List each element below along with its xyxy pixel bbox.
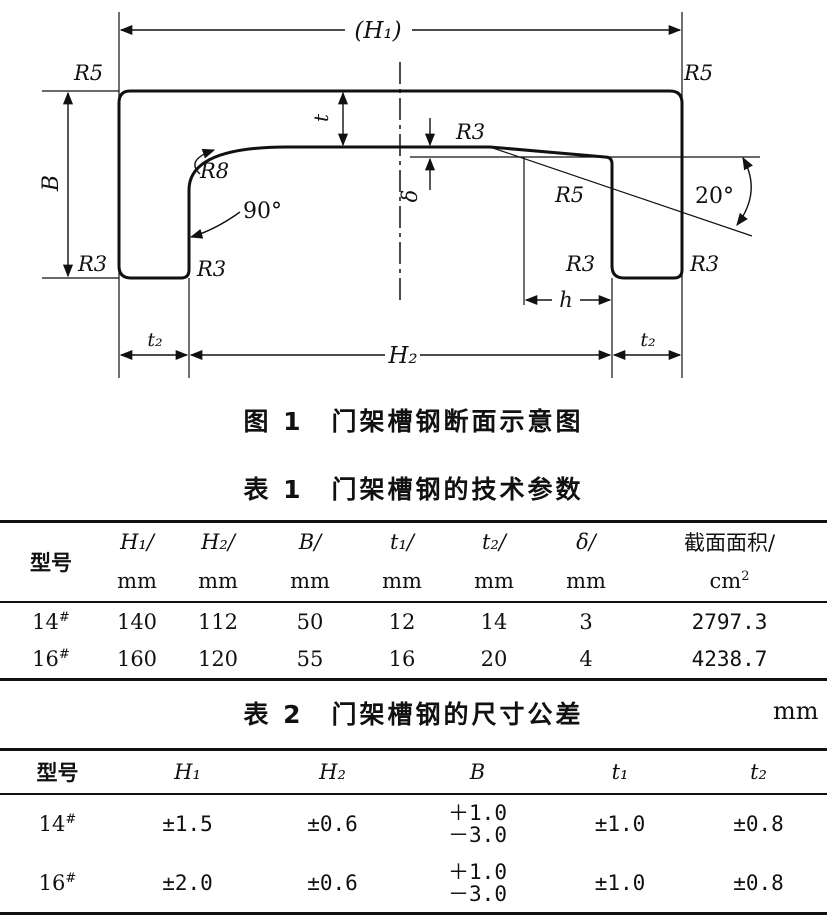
table-cell: 16 bbox=[388, 647, 416, 672]
table1-model-cell: 16# bbox=[32, 647, 70, 672]
table-cell: ±1.0 bbox=[594, 870, 646, 895]
table1-header-H2: H₂/ bbox=[201, 530, 235, 555]
table-cell: 120 bbox=[197, 647, 239, 672]
table2-unit-label: mm bbox=[773, 697, 819, 725]
label-R5-left: R5 bbox=[73, 61, 103, 85]
dimension-lines bbox=[62, 24, 753, 361]
table1-model-cell: 14# bbox=[32, 609, 70, 634]
table1-unit: mm bbox=[198, 569, 238, 593]
table-cell: ±1.5 bbox=[162, 812, 213, 836]
table1-header-delta: δ/ bbox=[576, 530, 596, 555]
tolerance-plus: ＋1.0 bbox=[448, 859, 507, 884]
table-cell: 2797.3 bbox=[691, 609, 768, 634]
table-cell: 160 bbox=[116, 647, 158, 672]
label-R5-mid: R5 bbox=[554, 183, 584, 207]
table-cell: ±2.0 bbox=[162, 870, 213, 895]
dim-label-delta: δ bbox=[398, 190, 422, 203]
table2-B-tolerance: ＋1.0 －3.0 bbox=[405, 794, 550, 854]
figure-caption: 图 1 门架槽钢断面示意图 bbox=[243, 407, 584, 436]
dim-label-h: h bbox=[559, 288, 573, 312]
table1-unit: mm bbox=[382, 569, 422, 593]
label-R3-outer-right: R3 bbox=[689, 252, 719, 276]
angle-label-20: 20° bbox=[695, 184, 734, 209]
table-cell: 4 bbox=[579, 647, 593, 672]
table1-caption: 表 1 门架槽钢的技术参数 bbox=[243, 475, 584, 504]
table-cell: 50 bbox=[296, 609, 324, 634]
table2-header-H1: H₁ bbox=[174, 759, 201, 784]
angle-label-90: 90° bbox=[243, 199, 282, 224]
table1-unit: mm bbox=[474, 569, 514, 593]
dim-label-H1: (H₁) bbox=[354, 18, 401, 44]
table2-header-t2: t₂ bbox=[750, 759, 767, 784]
table-cell: 140 bbox=[116, 609, 158, 634]
table2-model-cell: 16# bbox=[38, 870, 77, 895]
table-row: 14# ±1.5 ±0.6 ＋1.0 －3.0 ±1.0 ±0.8 bbox=[0, 794, 827, 854]
table-cell: ±0.6 bbox=[307, 812, 358, 836]
table1-header-B: B/ bbox=[298, 530, 322, 555]
table-cell: ±0.6 bbox=[307, 870, 358, 895]
table-cell: ±1.0 bbox=[594, 812, 646, 836]
table2-model-cell: 14# bbox=[38, 812, 77, 836]
table1-header-t2: t₂/ bbox=[482, 530, 506, 555]
table2-header-row: 型号 H₁ H₂ B t₁ t₂ bbox=[0, 749, 827, 794]
dim-label-t2-left: t₂ bbox=[147, 329, 162, 351]
table1-header-area: 截面面积/ bbox=[683, 531, 776, 556]
tolerance-minus: －3.0 bbox=[448, 881, 507, 906]
table1-header-t1: t₁/ bbox=[390, 530, 414, 555]
dim-label-H2: H₂ bbox=[387, 343, 417, 369]
table2-header-B: B bbox=[469, 759, 486, 784]
tolerance-minus: －3.0 bbox=[448, 823, 507, 847]
label-R3-inner-right: R3 bbox=[565, 252, 595, 276]
table2-header-model: 型号 bbox=[36, 760, 79, 785]
table1: 型号 H₁/ H₂/ B/ t₁/ t₂/ δ/ 截面面积/ mm mm mm … bbox=[0, 520, 827, 681]
tolerance-plus: ＋1.0 bbox=[448, 801, 507, 825]
table2: 型号 H₁ H₂ B t₁ t₂ 14# ±1.5 ±0.6 ＋1.0 －3.0… bbox=[0, 748, 827, 915]
table-cell: 12 bbox=[388, 609, 416, 634]
label-R5-right: R5 bbox=[683, 61, 713, 85]
table2-header-H2: H₂ bbox=[319, 759, 346, 784]
label-R3-inner-left: R3 bbox=[196, 257, 226, 281]
label-R8: R8 bbox=[199, 159, 229, 183]
extension-lines bbox=[42, 12, 760, 378]
table1-header-model: 型号 bbox=[0, 521, 102, 603]
table-cell: 4238.7 bbox=[691, 647, 768, 672]
table2-B-tolerance: ＋1.0 －3.0 bbox=[405, 854, 550, 914]
table1-unit: mm bbox=[566, 569, 606, 593]
label-R3-top: R3 bbox=[455, 120, 485, 144]
dim-label-t: t bbox=[309, 113, 333, 122]
table1-header-row: 型号 H₁/ H₂/ B/ t₁/ t₂/ δ/ 截面面积/ bbox=[0, 521, 827, 603]
table1-unit: mm bbox=[117, 569, 157, 593]
table-cell: ±0.8 bbox=[733, 870, 784, 895]
table-cell: 14 bbox=[480, 609, 508, 634]
table-cell: 3 bbox=[579, 609, 593, 634]
dim-label-B: B bbox=[39, 175, 64, 192]
table1-header-H1: H₁/ bbox=[120, 530, 154, 555]
table-cell: ±0.8 bbox=[733, 812, 784, 836]
table1-unit: mm bbox=[290, 569, 330, 593]
table-cell: 112 bbox=[197, 609, 239, 634]
table2-header-t1: t₁ bbox=[611, 759, 629, 784]
dim-label-t2-right: t₂ bbox=[640, 329, 655, 351]
table-row: 14# 140 112 50 12 14 3 2797.3 bbox=[0, 602, 827, 641]
label-R3-outer-left: R3 bbox=[77, 252, 107, 276]
table2-caption: 表 2 门架槽钢的尺寸公差 bbox=[243, 700, 584, 729]
table-row: 16# 160 120 55 16 20 4 4238.7 bbox=[0, 641, 827, 680]
table1-unit-row: mm mm mm mm mm mm cm2 bbox=[0, 562, 827, 602]
table1-area-unit: cm2 bbox=[709, 569, 750, 593]
channel-section-diagram: (H₁) R5 R5 B t R3 R8 δ 90° R5 20° R3 R3 … bbox=[39, 12, 760, 378]
table-cell: 20 bbox=[480, 647, 508, 672]
channel-outline bbox=[117, 89, 684, 280]
table-row: 16# ±2.0 ±0.6 ＋1.0 －3.0 ±1.0 ±0.8 bbox=[0, 854, 827, 914]
table-cell: 55 bbox=[296, 647, 324, 672]
